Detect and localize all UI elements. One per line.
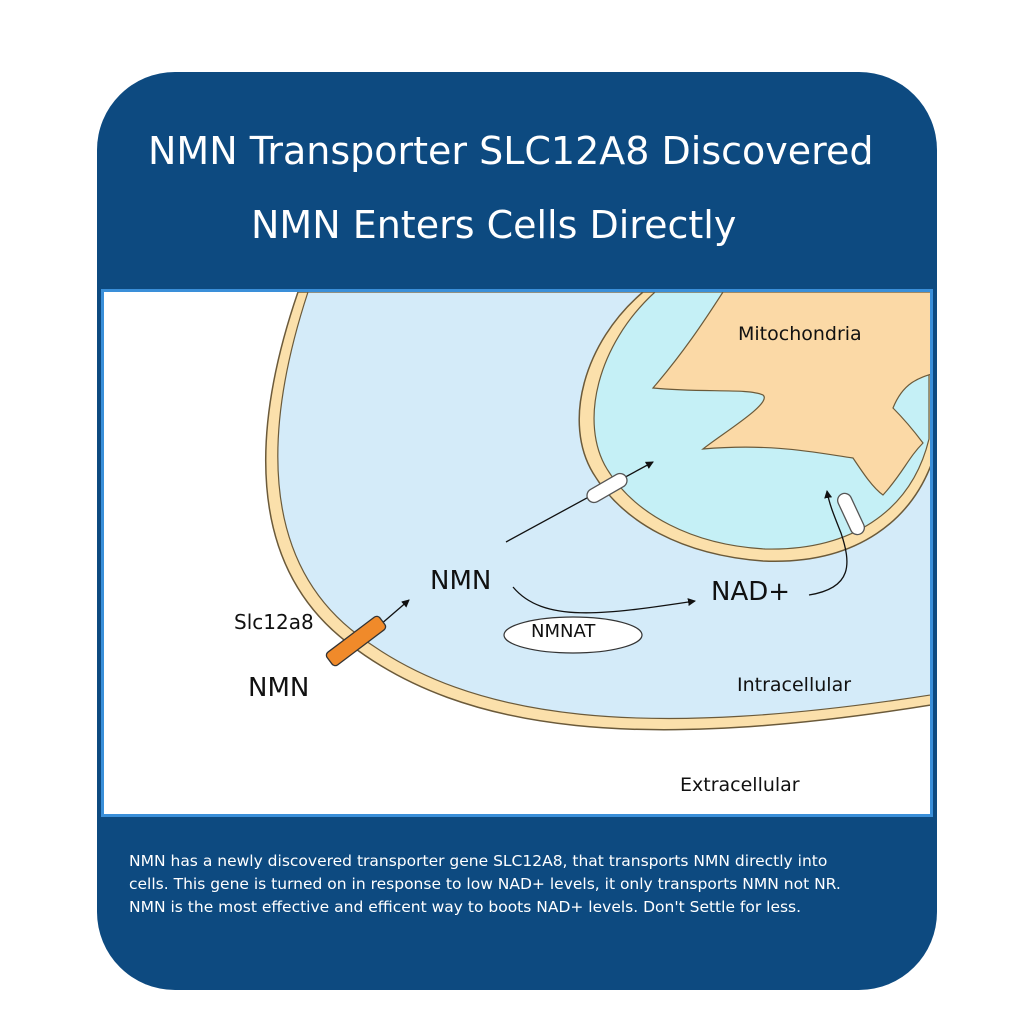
nmn-to-mito-arrow [505, 461, 654, 543]
caption-line-1: NMN has a newly discovered transporter g… [129, 852, 828, 870]
caption-line-2: cells. This gene is turned on in respons… [129, 875, 841, 893]
mito-transporter-2 [837, 492, 865, 536]
nmnat-enzyme [503, 616, 643, 654]
label-nmnat: NMNAT [531, 621, 596, 642]
label-intracellular: Intracellular [737, 674, 852, 696]
nmn-to-nad-arrow [512, 586, 696, 614]
label-mitochondria: Mitochondria [738, 323, 862, 345]
label-nad-plus: NAD+ [711, 577, 791, 607]
label-extracellular: Extracellular [680, 774, 800, 796]
title-line-2: NMN Enters Cells Directly [251, 203, 737, 247]
caption-line-3: NMN is the most effective and efficent w… [129, 898, 802, 916]
mitochondria-core [651, 292, 930, 496]
label-nmn-outside: NMN [248, 673, 310, 703]
nad-to-mito-arrow [808, 490, 848, 596]
slc12a8-transporter [325, 615, 387, 667]
diagram-panel [101, 289, 933, 817]
label-slc12a8: Slc12a8 [234, 610, 314, 634]
label-nmn-inside: NMN [430, 566, 492, 596]
cell-diagram [264, 292, 930, 731]
title-line-1: NMN Transporter SLC12A8 Discovered [148, 129, 874, 173]
caption-text: NMN has a newly discovered transporter g… [129, 850, 919, 919]
mito-transporter-1 [586, 472, 628, 504]
